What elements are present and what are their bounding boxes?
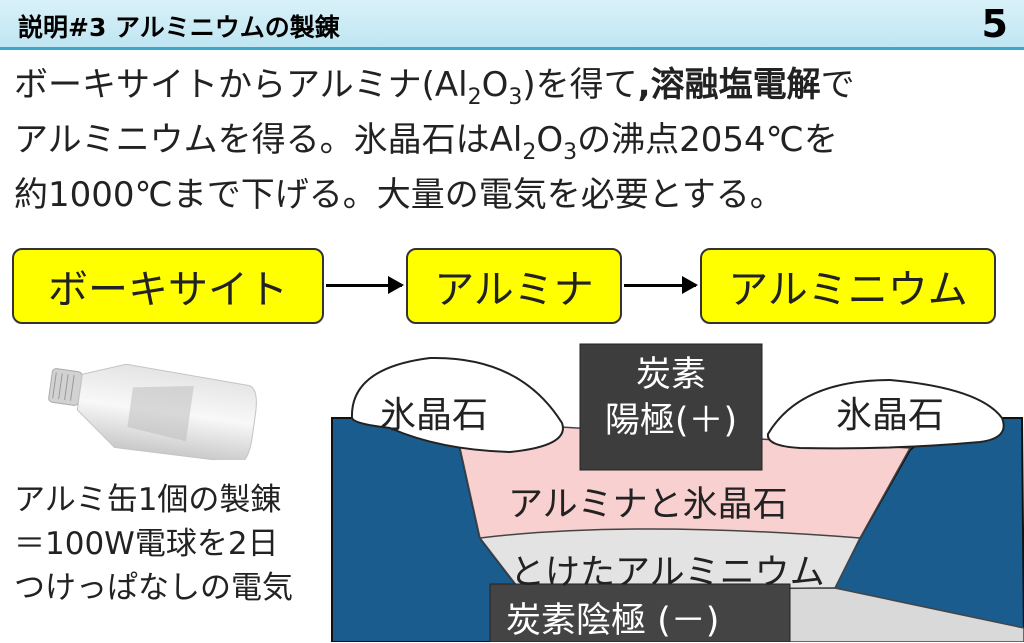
electrolyte-label: アルミナと氷晶石 (508, 485, 788, 525)
can-energy-note: アルミ缶1個の製錬 ＝100W電球を2日 つけっぱなしの電気 (14, 478, 293, 610)
flow-arrow-1 (326, 276, 404, 294)
cryolite-crust-left (350, 356, 564, 454)
molten-aluminum-layer (478, 528, 862, 591)
intro-line-2-part-c: の沸点2054℃を (577, 120, 838, 160)
slide-title: 説明#3 アルミニウムの製錬 (18, 13, 340, 42)
intro-line-1-part-c: )を得て (522, 65, 638, 105)
anode-label: 炭素 陽極(＋) (580, 352, 762, 444)
flow-step-alumina: アルミナ (406, 248, 622, 324)
electrolysis-cell-diagram: 氷晶石 氷晶石 炭素 陽極(＋) アルミナと氷晶石 とけたアルミニウム 炭素陰極… (330, 338, 1024, 642)
anode-label-line-2: 陽極(＋) (604, 401, 738, 441)
intro-line-2: アルミニウムを得る。氷晶石はAl2O3の沸点2054℃を (14, 113, 1014, 168)
cryolite-left-label: 氷晶石 (380, 395, 489, 436)
flow-arrow-2 (624, 276, 698, 294)
can-note-line-3: つけっぱなしの電気 (14, 570, 293, 606)
cryolite-right-label: 氷晶石 (836, 395, 945, 436)
intro-line-2-part-a: アルミニウムを得る。氷晶石はAl (14, 120, 523, 160)
anode-label-line-1: 炭素 (635, 355, 706, 395)
subscript: 3 (508, 85, 523, 110)
flow-step-bauxite: ボーキサイト (12, 248, 324, 324)
aluminum-can-bottle-image (48, 363, 257, 460)
page-number: 5 (981, 2, 1008, 46)
subscript: 2 (522, 140, 537, 165)
cathode-label: 炭素陰極 (－) (506, 601, 720, 641)
molten-aluminum-label: とけたアルミニウム (510, 553, 825, 593)
carbon-cathode-bar (489, 583, 791, 642)
intro-line-1-part-b: O (481, 65, 509, 105)
can-note-line-2: ＝100W電球を2日 (14, 526, 279, 562)
carbon-anode (579, 343, 763, 471)
intro-line-1: ボーキサイトからアルミナ(Al2O3)を得て,溶融塩電解で (14, 58, 1014, 113)
cryolite-crust-right (766, 378, 1005, 450)
slide-header: 説明#3 アルミニウムの製錬 5 (0, 0, 1024, 50)
intro-line-1-part-a: ボーキサイトからアルミナ(Al (14, 65, 468, 105)
can-note-line-1: アルミ缶1個の製錬 (14, 482, 282, 518)
flow-step-aluminum: アルミニウム (700, 248, 996, 324)
molten-salt-electrolysis-term: ,溶融塩電解 (637, 65, 821, 105)
intro-line-2-part-b: O (536, 120, 564, 160)
subscript: 3 (563, 140, 578, 165)
subscript: 2 (467, 85, 482, 110)
intro-line-3: 約1000℃まで下げる。大量の電気を必要とする。 (14, 175, 784, 215)
intro-line-1-part-d: で (820, 65, 855, 105)
intro-text: ボーキサイトからアルミナ(Al2O3)を得て,溶融塩電解で アルミニウムを得る。… (14, 58, 1014, 223)
